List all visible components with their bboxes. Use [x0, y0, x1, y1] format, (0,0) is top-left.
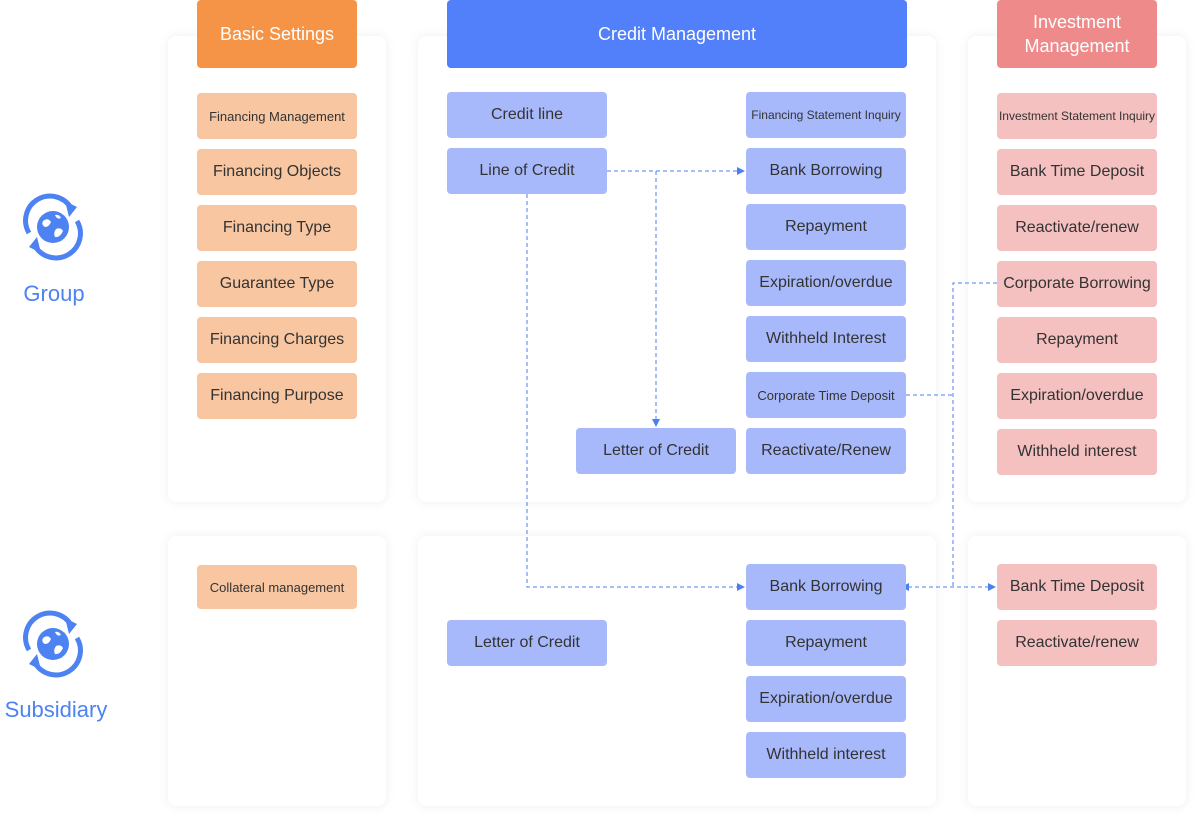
credit-management-header: Credit Management — [447, 0, 907, 68]
group-repayment-box[interactable]: Repayment — [746, 204, 906, 250]
group-label: Group — [23, 281, 85, 306]
group-investment-expiration-box[interactable]: Expiration/overdue — [997, 373, 1157, 419]
financing-statement-inquiry-box[interactable]: Financing Statement Inquiry — [746, 92, 906, 138]
group-investment-repayment-box[interactable]: Repayment — [997, 317, 1157, 363]
group-letter-of-credit-box[interactable]: Letter of Credit — [576, 428, 736, 474]
subsidiary-label: Subsidiary — [4, 697, 108, 722]
group-basic-item[interactable]: Financing Purpose — [197, 373, 357, 419]
corporate-borrowing-box[interactable]: Corporate Borrowing — [997, 261, 1157, 307]
group-globe-sync-icon — [23, 193, 83, 261]
group-basic-item[interactable]: Financing Charges — [197, 317, 357, 363]
group-reactivate-renew-box[interactable]: Reactivate/Renew — [746, 428, 906, 474]
group-bank-borrowing-box[interactable]: Bank Borrowing — [746, 148, 906, 194]
basic-settings-header: Basic Settings — [197, 0, 357, 68]
group-basic-item[interactable]: Financing Management — [197, 93, 357, 139]
subsidiary-bank-time-deposit-box[interactable]: Bank Time Deposit — [997, 564, 1157, 610]
connector-corporate-borrowing — [952, 282, 997, 587]
subsidiary-reactivate-renew-box[interactable]: Reactivate/renew — [997, 620, 1157, 666]
corporate-time-deposit-box[interactable]: Corporate Time Deposit — [746, 372, 906, 418]
group-basic-item[interactable]: Guarantee Type — [197, 261, 357, 307]
subsidiary-letter-of-credit-box[interactable]: Letter of Credit — [447, 620, 607, 666]
collateral-management-box[interactable]: Collateral management — [197, 565, 357, 609]
group-bank-time-deposit-box[interactable]: Bank Time Deposit — [997, 149, 1157, 195]
group-investment-reactivate-box[interactable]: Reactivate/renew — [997, 205, 1157, 251]
credit-line-box[interactable]: Credit line — [447, 92, 607, 138]
subsidiary-expiration-box[interactable]: Expiration/overdue — [746, 676, 906, 722]
group-basic-item[interactable]: Financing Type — [197, 205, 357, 251]
line-of-credit-box[interactable]: Line of Credit — [447, 148, 607, 194]
connector-loc-to-subsidiary-borrowing — [526, 194, 745, 591]
subsidiary-withheld-interest-box[interactable]: Withheld interest — [746, 732, 906, 778]
subsidiary-repayment-box[interactable]: Repayment — [746, 620, 906, 666]
investment-statement-inquiry-box[interactable]: Investment Statement Inquiry — [997, 93, 1157, 139]
investment-management-header: Investment Management — [997, 0, 1157, 68]
group-investment-withheld-box[interactable]: Withheld interest — [997, 429, 1157, 475]
subsidiary-bank-borrowing-box[interactable]: Bank Borrowing — [746, 564, 906, 610]
group-expiration-box[interactable]: Expiration/overdue — [746, 260, 906, 306]
group-basic-item[interactable]: Financing Objects — [197, 149, 357, 195]
group-withheld-interest-box[interactable]: Withheld Interest — [746, 316, 906, 362]
subsidiary-globe-sync-icon — [23, 610, 83, 678]
